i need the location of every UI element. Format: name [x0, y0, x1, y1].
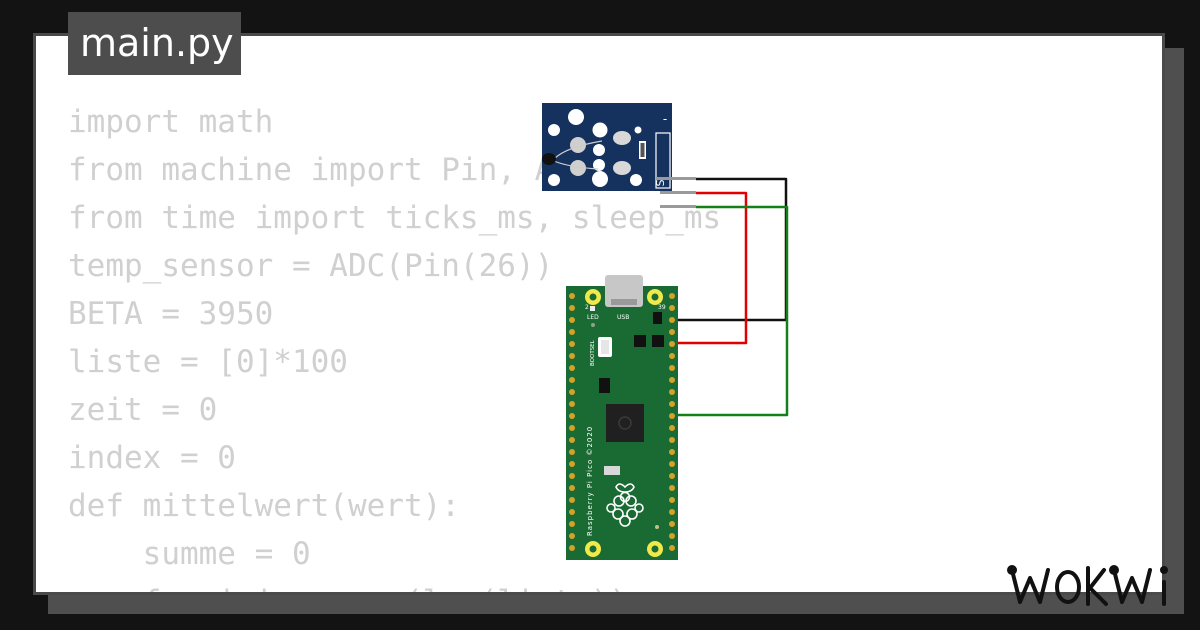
bootsel-label: BOOTSEL: [590, 339, 596, 366]
raspberry-logo-icon: [606, 483, 644, 527]
vcc-wire[interactable]: [671, 191, 748, 345]
code-line: zeit = 0: [68, 392, 218, 428]
minus-label: -: [663, 112, 667, 126]
pin-2-label: 2: [585, 304, 589, 311]
pin-39-label: 39: [658, 304, 666, 311]
code-line: liste = [0]*100: [68, 344, 348, 380]
code-line: for i in range(len(liste)):: [68, 578, 721, 592]
usb-label: USB: [617, 314, 629, 321]
raspberry-pi-pico[interactable]: 2 39 LED USB BOOTSEL Raspberry Pi Pico ©…: [566, 275, 678, 560]
code-line: import math: [68, 104, 274, 140]
rp2040-chip: [606, 404, 644, 442]
wokwi-logo: [1007, 565, 1168, 606]
code-line: from time import ticks_ms, sleep_ms: [68, 200, 722, 236]
code-line: summe = 0: [68, 536, 311, 572]
led-label: LED: [587, 314, 599, 321]
circuit-diagram: - S: [542, 103, 789, 560]
board-label: Raspberry Pi Pico ©2020: [586, 426, 594, 536]
gnd-wire[interactable]: [671, 177, 788, 322]
code-line: index = 0: [68, 440, 236, 476]
code-line: BETA = 3950: [68, 296, 274, 332]
code-line: def mittelwert(wert):: [68, 488, 460, 524]
code-line: temp_sensor = ADC(Pin(26)): [68, 248, 554, 284]
ntc-temperature-sensor-module[interactable]: - S: [542, 103, 696, 208]
signal-wire[interactable]: [671, 205, 789, 417]
file-tab[interactable]: main.py: [68, 12, 241, 75]
signal-label: S: [654, 179, 667, 186]
